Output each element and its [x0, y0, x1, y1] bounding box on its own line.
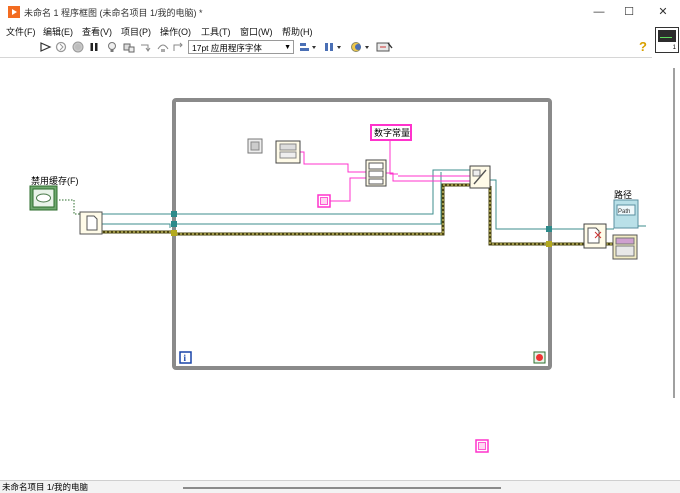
- numeric-constant-label: 数字常量: [374, 127, 410, 138]
- write-to-file-node[interactable]: [469, 165, 491, 189]
- step-into-icon[interactable]: [140, 41, 152, 53]
- distribute-objects-icon[interactable]: [324, 41, 344, 53]
- clean-up-diagram-icon[interactable]: [376, 41, 394, 53]
- tunnel-path-in[interactable]: [171, 211, 177, 217]
- maximize-button[interactable]: ☐: [624, 6, 634, 18]
- tunnel-error-out[interactable]: [546, 241, 552, 247]
- menu-operate[interactable]: 操作(O): [160, 27, 191, 37]
- vi-icon-number: 1: [672, 45, 676, 51]
- stop-condition-terminal[interactable]: [533, 351, 546, 364]
- step-over-icon[interactable]: [157, 41, 169, 53]
- string-constant-outside[interactable]: [475, 439, 489, 453]
- reorder-icon[interactable]: [350, 41, 372, 53]
- toolbar: 17pt 应用程序字体 ▼ ?: [0, 38, 652, 58]
- minimize-button[interactable]: —: [593, 6, 605, 18]
- font-select-value: 17pt 应用程序字体: [192, 43, 262, 53]
- path-indicator-label: 路径: [614, 190, 633, 200]
- open-file-node[interactable]: [79, 211, 103, 235]
- horizontal-scroll-thumb[interactable]: [183, 487, 501, 489]
- retain-wire-values-icon[interactable]: [123, 41, 135, 53]
- close-button[interactable]: ✕: [658, 6, 668, 18]
- numeric-constant-box[interactable]: [370, 124, 412, 141]
- context-help-icon[interactable]: ?: [639, 39, 647, 54]
- run-continuously-icon[interactable]: [55, 41, 67, 53]
- boolean-wire: [56, 199, 80, 215]
- vertical-scroll-thumb[interactable]: [673, 68, 675, 398]
- error-cluster-wire: [101, 183, 614, 246]
- project-path-status: 未命名项目 1/我的电脑: [2, 482, 88, 492]
- string-wire: [300, 140, 470, 202]
- window-title: 未命名 1 程序框图 (未命名项目 1/我的电脑) *: [24, 8, 203, 18]
- iteration-terminal-label: i: [184, 353, 187, 363]
- reference-constant-node[interactable]: [247, 138, 263, 154]
- menu-view[interactable]: 查看(V): [82, 27, 112, 37]
- vi-icon[interactable]: 1: [655, 27, 679, 53]
- run-arrow-icon[interactable]: [40, 41, 52, 53]
- block-diagram-canvas[interactable]: 数字常量 Path: [0, 58, 668, 480]
- close-file-node[interactable]: [583, 223, 607, 249]
- format-string-node[interactable]: [275, 140, 301, 164]
- vi-screen-icon: [658, 30, 676, 42]
- string-constant-node[interactable]: [317, 194, 331, 208]
- teal-wire: [101, 169, 584, 230]
- tunnel-refnum-in[interactable]: [171, 221, 177, 227]
- tunnel-error-in[interactable]: [171, 230, 177, 236]
- menu-bar: 文件(F) 编辑(E) 查看(V) 项目(P) 操作(O) 工具(T) 窗口(W…: [0, 24, 680, 38]
- labview-app-icon: [8, 6, 20, 18]
- menu-file[interactable]: 文件(F): [6, 27, 36, 37]
- chevron-down-icon: ▼: [284, 44, 291, 51]
- tunnel-path-out[interactable]: [546, 226, 552, 232]
- align-objects-icon[interactable]: [299, 41, 319, 53]
- font-select[interactable]: 17pt 应用程序字体 ▼: [188, 40, 294, 54]
- title-bar: 未命名 1 程序框图 (未命名项目 1/我的电脑) * — ☐ ✕: [0, 0, 680, 24]
- disable-cache-control[interactable]: [29, 185, 58, 211]
- path-indicator[interactable]: Path: [613, 199, 646, 229]
- vertical-scrollbar[interactable]: [668, 58, 680, 480]
- iteration-terminal[interactable]: i: [179, 351, 192, 364]
- concatenate-strings-node[interactable]: [365, 159, 387, 187]
- step-out-icon[interactable]: [172, 41, 184, 53]
- menu-tools[interactable]: 工具(T): [201, 27, 231, 37]
- abort-execution-icon[interactable]: [72, 41, 84, 53]
- menu-window[interactable]: 窗口(W): [240, 27, 273, 37]
- path-indicator-text: Path: [618, 209, 630, 215]
- highlight-execution-icon[interactable]: [106, 41, 118, 53]
- error-out-indicator[interactable]: [612, 234, 638, 260]
- menu-help[interactable]: 帮助(H): [282, 27, 313, 37]
- menu-edit[interactable]: 编辑(E): [43, 27, 73, 37]
- pause-icon[interactable]: [88, 41, 100, 53]
- status-bar: 未命名项目 1/我的电脑: [0, 480, 680, 493]
- disable-cache-label: 禁用缓存(F): [31, 176, 79, 186]
- diagram-svg: 数字常量 Path: [29, 98, 646, 453]
- menu-project[interactable]: 项目(P): [121, 27, 151, 37]
